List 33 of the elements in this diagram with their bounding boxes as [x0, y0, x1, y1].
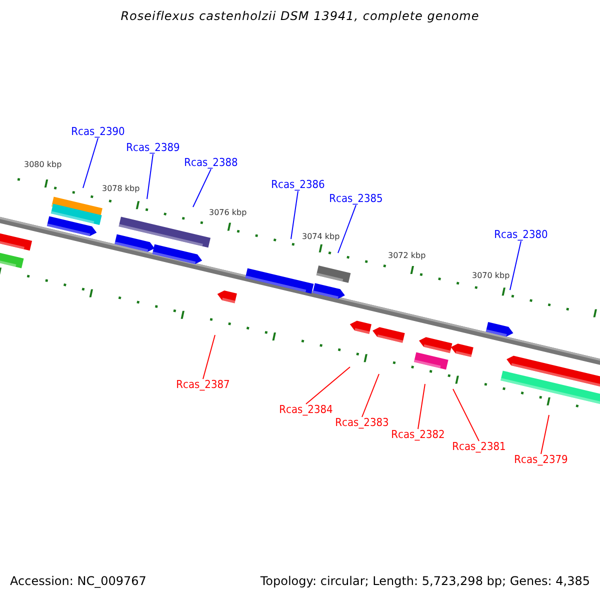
leader-line — [418, 384, 426, 430]
scale-label: 3076 kbp — [209, 209, 247, 218]
leader-line — [290, 190, 298, 240]
leader-line — [306, 366, 350, 404]
leader-line — [146, 154, 154, 200]
gene-label: Rcas_2385 — [329, 193, 383, 206]
gene-label: Rcas_2380 — [494, 229, 548, 242]
leader-line — [452, 388, 480, 442]
gene-label: Rcas_2389 — [126, 142, 180, 154]
gene-label: Rcas_2390 — [71, 126, 125, 138]
gene-label: Rcas_2381 — [452, 441, 506, 454]
leader-line — [192, 168, 212, 208]
footer-text: Topology: circular; Length: 5,723,298 bp; Genes: 4,385 — [260, 575, 590, 588]
scale-label: 3072 kbp — [388, 252, 426, 261]
gene-label: Rcas_2379 — [514, 454, 568, 466]
leader-line — [540, 414, 550, 454]
gene-label: Rcas_2387 — [176, 379, 230, 392]
scale-label: 3074 kbp — [302, 233, 340, 242]
gene-label: Rcas_2386 — [271, 179, 325, 192]
gene-label: Rcas_2382 — [391, 429, 445, 442]
leader-line — [362, 374, 380, 418]
scale-label: 3078 kbp — [102, 185, 140, 194]
footer-text: Accession: NC_009767 — [10, 575, 146, 588]
leader-line — [338, 204, 356, 254]
leader-line — [82, 138, 98, 188]
gene-label: Rcas_2384 — [279, 404, 333, 416]
leader-line — [202, 334, 216, 380]
gene-label: Rcas_2383 — [335, 417, 389, 430]
leader-line — [510, 240, 522, 290]
gene-label: Rcas_2388 — [184, 157, 238, 170]
scale-label: 3080 kbp — [24, 161, 62, 170]
scale-label: 3070 kbp — [472, 272, 510, 281]
title: Roseiflexus castenholzii DSM 13941, complete genome — [120, 10, 480, 24]
